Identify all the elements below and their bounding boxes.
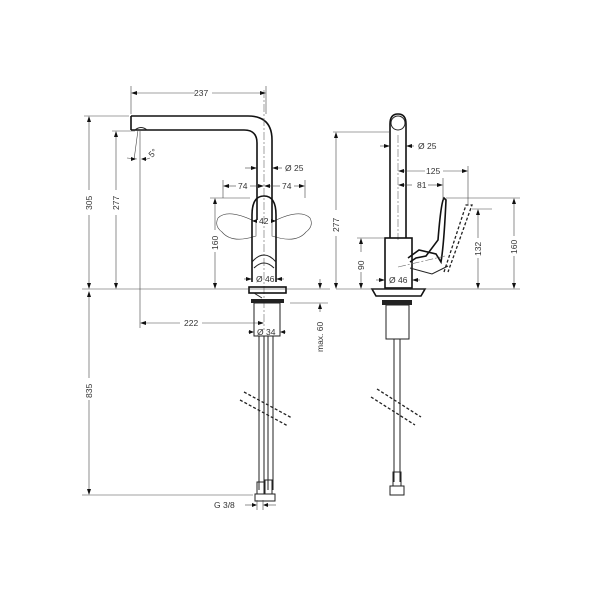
dim-handle-left: 74 <box>238 181 248 191</box>
shank <box>253 302 281 337</box>
side-body <box>384 237 413 289</box>
dim-max-deck: max. 60 <box>315 321 325 352</box>
dim-spout-diameter: Ø 25 <box>285 163 304 173</box>
front-view: 237 305 277 5° Ø 25 <box>82 86 330 510</box>
dim-spout-reach: 237 <box>194 88 208 98</box>
dim-outlet-height: 277 <box>111 196 121 210</box>
handle-body <box>251 195 277 282</box>
deck-plate <box>248 286 287 294</box>
dim-handle-height: 160 <box>210 236 220 250</box>
side-shank <box>385 304 410 340</box>
dim-body-diameter: Ø 46 <box>256 274 275 284</box>
side-lock-nut <box>382 300 412 305</box>
dim-hose-length: 835 <box>84 384 94 398</box>
side-lever <box>407 196 447 265</box>
dim-side-handle-high: 160 <box>509 240 519 254</box>
spout-inner-outline <box>131 129 258 220</box>
dim-side-handle-reach: 81 <box>417 180 427 190</box>
dim-side-body-diameter: Ø 46 <box>389 275 408 285</box>
side-spout-column <box>389 113 407 238</box>
handle-swing-left <box>216 213 257 240</box>
dim-side-spout-diameter: Ø 25 <box>418 141 437 151</box>
dim-side-handle-open-reach: 125 <box>426 166 440 176</box>
dim-handle-right: 74 <box>282 181 292 191</box>
dim-supply-reach: 222 <box>184 318 198 328</box>
side-view: 277 Ø 25 125 81 90 Ø 46 <box>331 113 520 496</box>
dim-total-height: 305 <box>84 196 94 210</box>
side-hose-connector <box>389 485 405 496</box>
side-lever-open <box>443 204 473 273</box>
dim-spout-angle: 5° <box>146 147 159 160</box>
spout-outer-outline <box>131 115 273 220</box>
aerator <box>134 127 148 131</box>
lock-nut <box>251 299 284 303</box>
handle-swing-right <box>271 213 312 240</box>
hose-connectors <box>254 493 276 502</box>
dim-side-handle-low: 132 <box>473 242 483 256</box>
dim-side-spout-height: 277 <box>331 218 341 232</box>
side-deck-plate <box>370 288 427 297</box>
dim-side-body-height: 90 <box>356 260 366 270</box>
dim-handle-width: 42 <box>259 216 269 226</box>
dim-shank-diameter: Ø 34 <box>257 327 276 337</box>
dim-connection-thread: G 3/8 <box>214 500 235 510</box>
